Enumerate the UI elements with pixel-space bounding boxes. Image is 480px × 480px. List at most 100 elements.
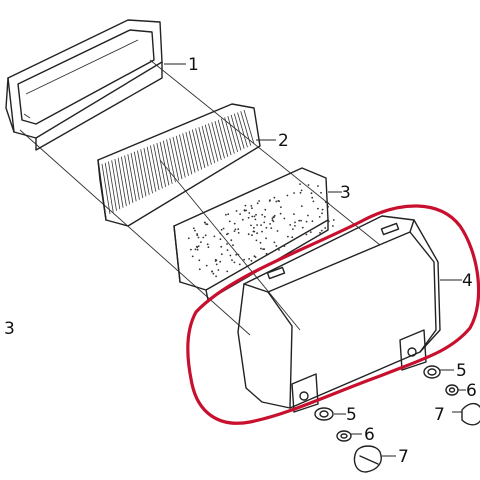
part-3-foam-prefilter [173, 167, 342, 301]
foam-dot [259, 241, 262, 244]
foam-dot [233, 222, 236, 225]
foam-dot [272, 220, 275, 223]
foam-dot [256, 202, 259, 205]
foam-dot [327, 205, 329, 208]
foam-dot [320, 191, 322, 194]
foam-dot [191, 255, 194, 258]
foam-dot [207, 246, 210, 249]
foam-dot [212, 272, 215, 275]
foam-dot [298, 219, 301, 222]
foam-dot [213, 235, 216, 238]
pleat-line [153, 144, 163, 189]
foam-dot [300, 219, 302, 222]
foam-dot [243, 209, 246, 212]
foam-dot [187, 237, 190, 240]
highlight-outline [186, 204, 480, 425]
foam-dot [332, 225, 334, 227]
pleat-line [172, 136, 183, 180]
foam-dot [289, 224, 292, 226]
foam-dot [232, 244, 234, 247]
foam-dot [300, 189, 303, 192]
pleat-line [111, 160, 121, 210]
foam-dot [196, 233, 199, 235]
foam-dot [275, 245, 278, 247]
foam-dot [258, 200, 260, 202]
foam-dot [319, 232, 321, 234]
pleat-lines [101, 109, 255, 215]
foam-dot [271, 219, 274, 222]
callout-5-lower: 5 [346, 405, 357, 425]
pleat-line [127, 154, 137, 202]
pleat-line [224, 117, 235, 154]
foam-dot [260, 224, 262, 227]
foam-dot [251, 215, 254, 218]
foam-dot [253, 215, 256, 218]
foam-dot [238, 263, 241, 266]
callout-3: 3 [340, 183, 351, 203]
foam-dot [244, 204, 247, 207]
foam-dot [307, 214, 309, 217]
foam-dot [263, 221, 266, 224]
foam-dot [271, 217, 274, 220]
foam-dot [283, 217, 286, 220]
foam-dot [300, 205, 303, 208]
pleat-line [162, 140, 173, 184]
foam-dot [252, 230, 255, 233]
foam-dot [262, 248, 264, 251]
foam-dot [261, 213, 264, 216]
foam-dot [321, 208, 324, 211]
foam-dot [275, 200, 278, 203]
foam-texture [187, 183, 335, 278]
pleat-line [243, 109, 255, 145]
foam-dot [311, 220, 314, 223]
foam-dot [239, 213, 242, 216]
pleat-line [175, 135, 186, 178]
pleat-line [211, 122, 222, 161]
foam-dot [321, 212, 323, 215]
foam-dot [293, 192, 295, 194]
foam-dot [206, 243, 209, 246]
foam-dot [255, 239, 258, 242]
foam-dot [272, 216, 275, 218]
foam-dot [243, 258, 246, 261]
foam-dot [237, 232, 240, 234]
callout-6-lower: 6 [364, 425, 375, 445]
pleat-line [191, 129, 203, 170]
foam-dot [286, 194, 289, 197]
foam-dot [276, 230, 279, 232]
pleat-line [108, 161, 117, 211]
foam-dot [324, 227, 327, 229]
callout-7-lower: 7 [398, 447, 409, 467]
pleat-line [101, 163, 111, 215]
foam-dot [231, 259, 233, 262]
foam-dot [220, 228, 223, 231]
pleat-line [169, 138, 180, 181]
foam-dot [227, 232, 229, 235]
pleat-line [156, 143, 167, 188]
foam-dot [317, 185, 319, 187]
foam-dot [248, 212, 251, 214]
pleat-line [150, 145, 160, 191]
pleat-line [166, 139, 176, 183]
foam-dot [260, 247, 262, 250]
foam-dot [237, 228, 240, 231]
foam-dot [250, 224, 252, 227]
part-2-pleated-filter [97, 103, 276, 227]
foam-dot [205, 223, 208, 226]
foam-dot [332, 219, 335, 221]
foam-dot [228, 220, 231, 223]
foam-dot [251, 234, 253, 237]
foam-dot [233, 230, 236, 233]
foam-dot [194, 229, 196, 232]
pleat-line [188, 130, 199, 172]
pleat-line [221, 118, 232, 156]
foam-dot [222, 227, 225, 230]
foam-dot [197, 245, 200, 248]
foam-dot [253, 255, 256, 258]
foam-dot [220, 253, 223, 256]
pleat-line [185, 132, 196, 173]
pleat-line [204, 124, 216, 164]
pleat-line [117, 157, 127, 207]
pleat-line [230, 114, 242, 151]
foam-dot [247, 216, 250, 219]
